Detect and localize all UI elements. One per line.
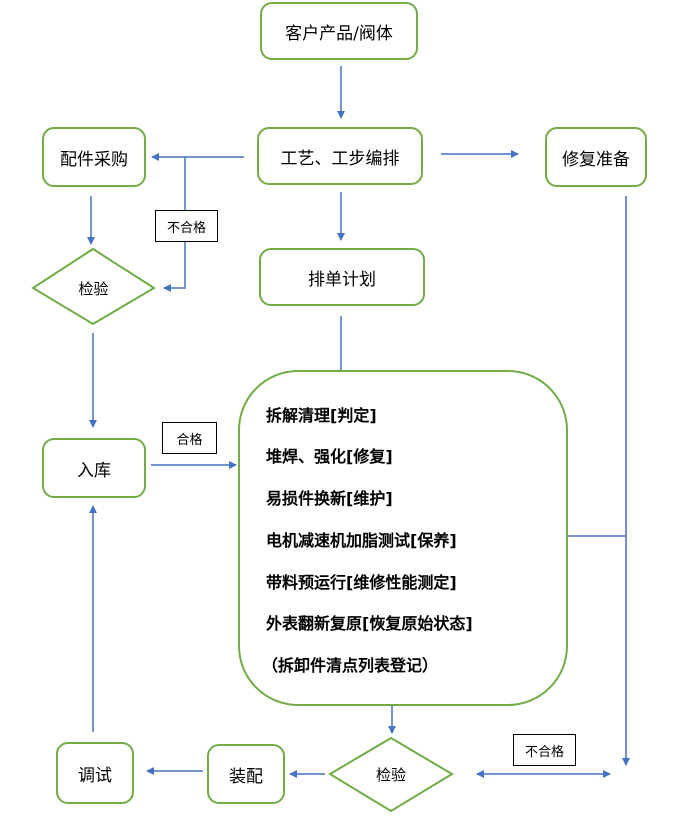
process-arrange-node: 工艺、工步编排 — [257, 127, 423, 185]
process-step: 堆焊、强化[修复] — [266, 447, 393, 466]
process-step: 带料预运行[维修性能测定] — [266, 573, 457, 592]
repair-prepare-node: 修复准备 — [545, 127, 647, 187]
process-step: 易损件换新[维护] — [266, 489, 393, 508]
inspect-top-label: 检验 — [78, 279, 109, 298]
assemble-node: 装配 — [207, 744, 285, 804]
inspect-bottom-label: 检验 — [375, 765, 406, 784]
parts-purchase-node: 配件采购 — [42, 127, 146, 187]
inspect-top-diamond — [31, 247, 156, 326]
process-step: 外表翻新复原[恢复原始状态] — [266, 614, 473, 633]
customer-product-node: 客户产品/阀体 — [260, 2, 418, 60]
main-process-node: 拆解清理[判定] 堆焊、强化[修复] 易损件换新[维护] 电机减速机加脂测试[保… — [238, 370, 568, 706]
debug-node: 调试 — [56, 742, 134, 804]
process-step: （拆卸件清点列表登记） — [262, 656, 439, 675]
inspect-bottom-diamond — [328, 736, 454, 813]
schedule-node: 排单计划 — [259, 248, 425, 306]
arrow-unqualified-to-inspect — [163, 157, 186, 292]
unqualified-label-bottom: 不合格 — [513, 734, 576, 766]
unqualified-label-top: 不合格 — [155, 210, 218, 242]
process-step: 拆解清理[判定] — [266, 406, 377, 425]
qualified-label: 合格 — [162, 422, 217, 454]
process-step: 电机减速机加脂测试[保养] — [266, 531, 457, 550]
warehouse-node: 入库 — [42, 438, 146, 498]
